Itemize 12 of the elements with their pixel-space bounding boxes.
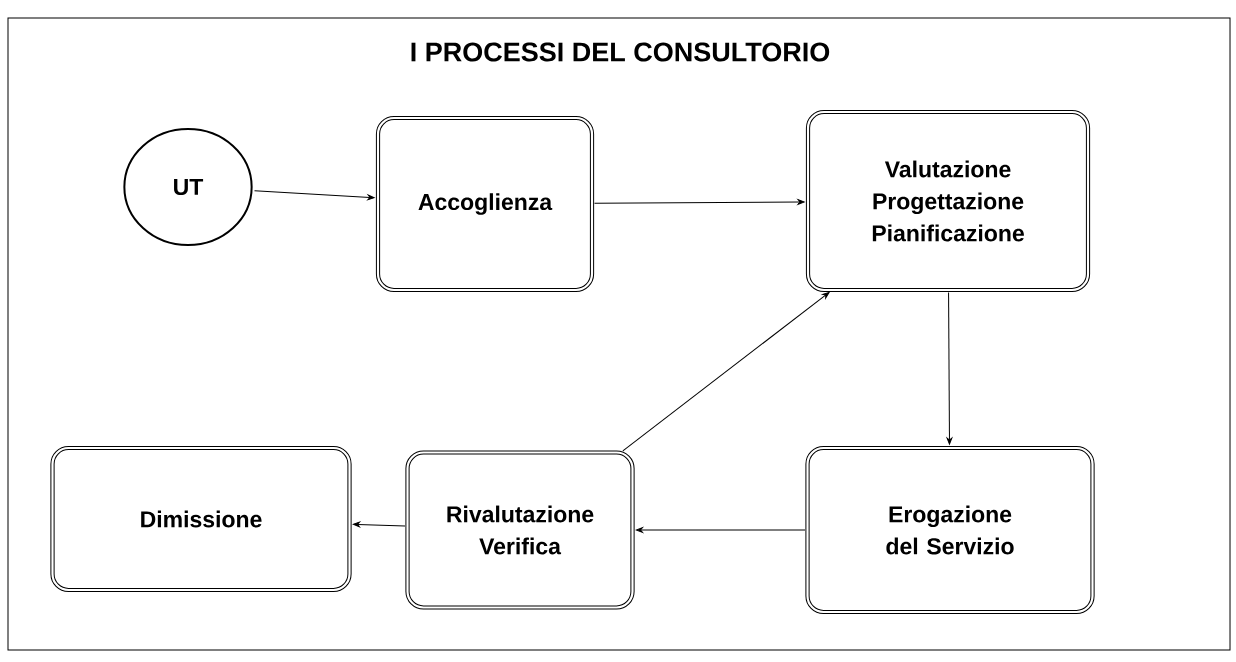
process-box: Rivalutazione Verifica xyxy=(405,450,635,610)
process-box: Erogazione del Servizio xyxy=(805,445,1095,615)
arrow xyxy=(635,527,806,533)
arrow xyxy=(352,521,406,528)
arrow xyxy=(946,292,953,445)
process-box: Accoglienza xyxy=(375,115,595,293)
title: I PROCESSI DEL CONSULTORIO xyxy=(411,42,830,62)
arrow xyxy=(594,199,805,205)
arrow xyxy=(622,292,830,452)
process-box: Dimissione xyxy=(50,445,352,593)
process-box: Valutazione Progettazione Pianificazione xyxy=(805,109,1091,293)
arrow xyxy=(254,190,375,201)
